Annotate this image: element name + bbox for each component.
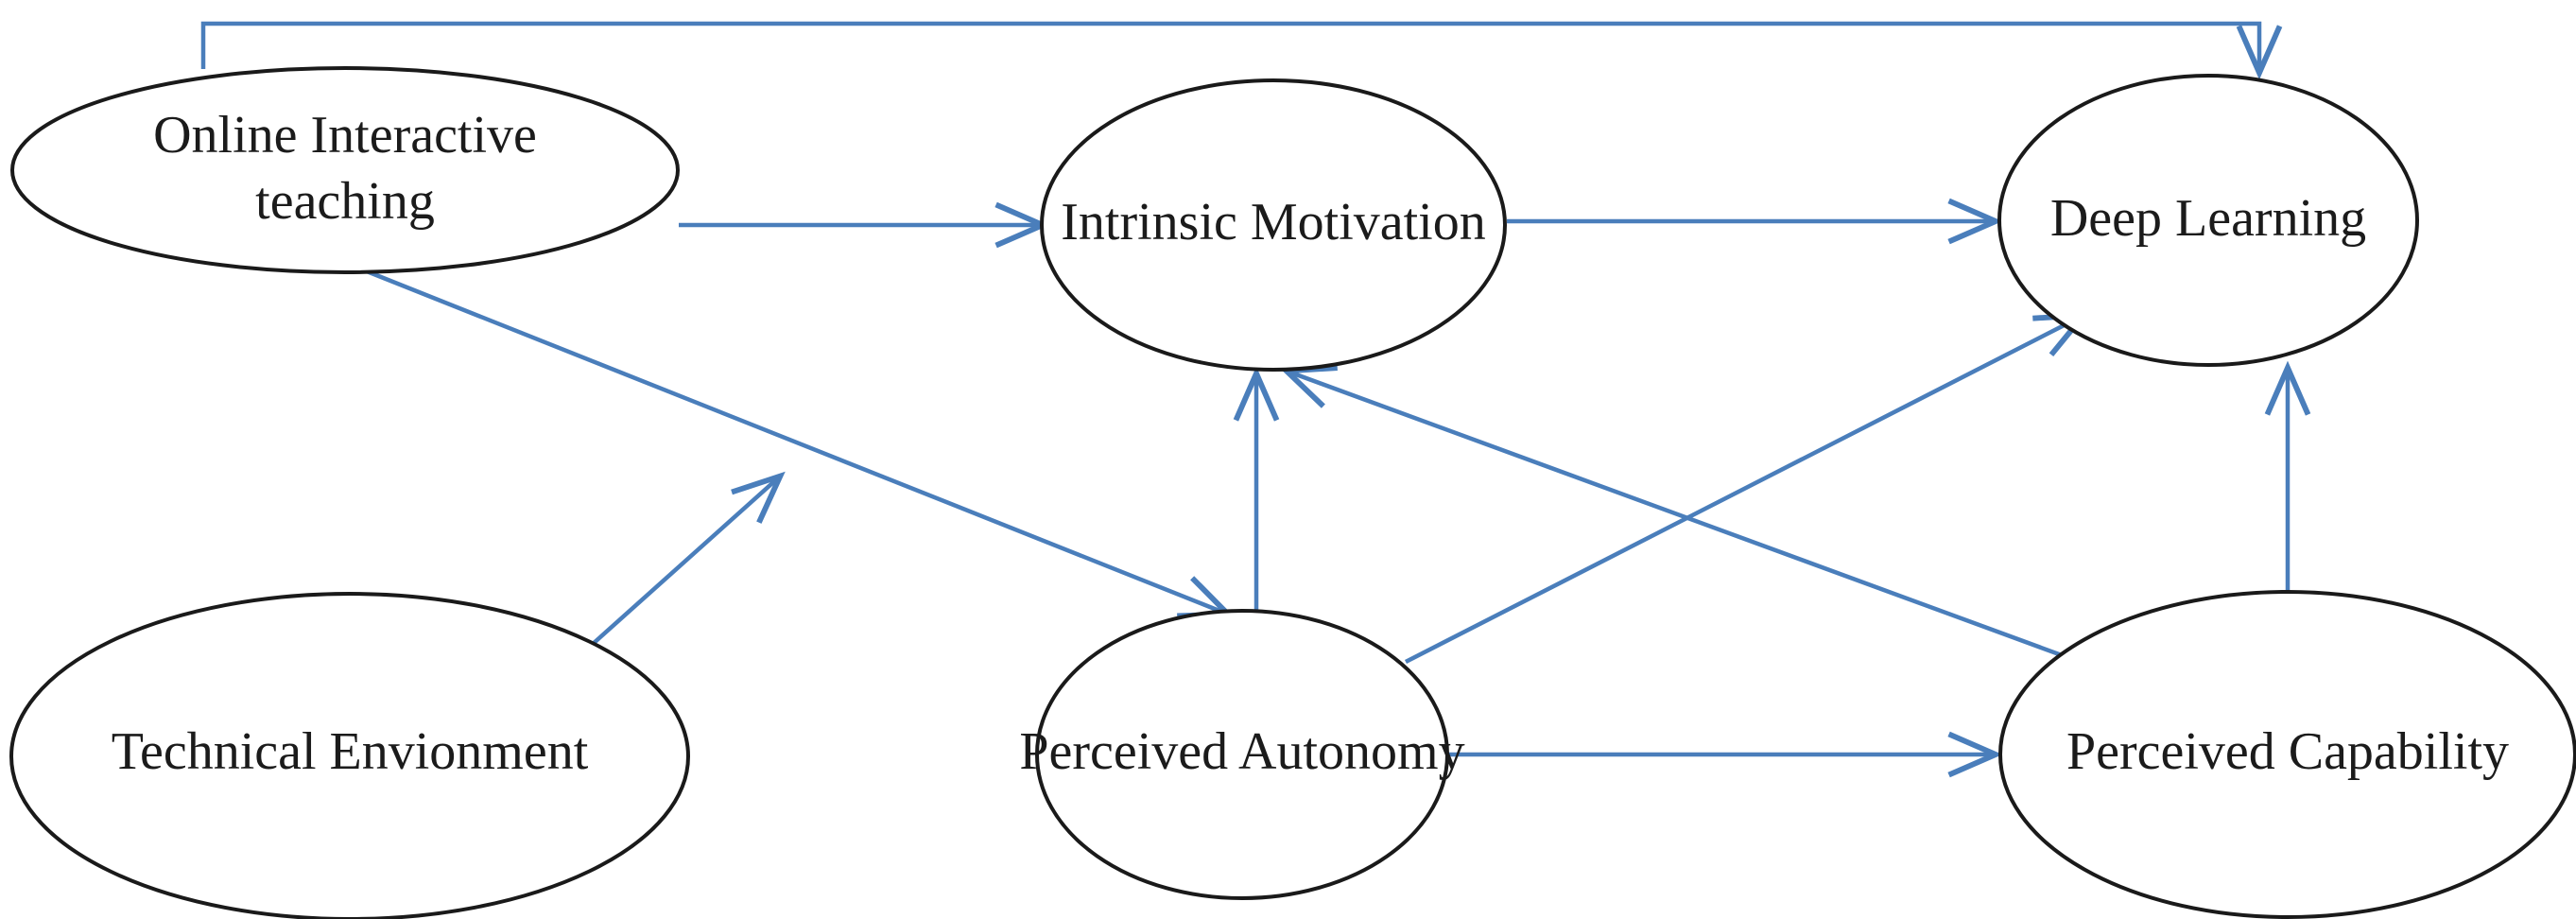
node-shape-intrinsic-motivation[interactable] <box>1040 78 1507 372</box>
node-deep-learning[interactable]: Deep Learning <box>1997 74 2419 367</box>
node-intrinsic-motivation[interactable]: Intrinsic Motivation <box>1040 78 1507 372</box>
node-label-perceived-capability: Perceived Capability <box>2066 722 2509 781</box>
nodes-layer: Online Interactive teaching Intrinsic Mo… <box>9 66 2576 919</box>
node-shape-online-interactive-teaching[interactable] <box>10 66 680 274</box>
node-perceived-autonomy[interactable]: Perceived Autonomy <box>1019 609 1465 900</box>
node-perceived-capability[interactable]: Perceived Capability <box>1998 590 2576 919</box>
node-shape-perceived-autonomy[interactable] <box>1035 609 1449 900</box>
edge-perceived-capability-to-intrinsic-motivation[interactable] <box>1279 365 2081 665</box>
edge-oit-to-perceived-autonomy[interactable] <box>366 269 1235 619</box>
node-label-intrinsic-motivation: Intrinsic Motivation <box>1061 193 1486 251</box>
edges-layer <box>200 21 2311 778</box>
node-label-perceived-autonomy: Perceived Autonomy <box>1019 722 1464 781</box>
node-technical-envionment[interactable]: Technical Envionment <box>9 592 690 919</box>
node-label-deep-learning: Deep Learning <box>2050 189 2366 248</box>
node-shape-deep-learning[interactable] <box>1997 74 2419 367</box>
node-online-interactive-teaching[interactable]: Online Interactive teaching <box>10 66 680 274</box>
node-label-online-interactive-teaching-line1: Online Interactive <box>153 106 537 165</box>
edge-oit-to-deep-learning[interactable] <box>200 21 2283 80</box>
node-label-technical-envionment: Technical Envionment <box>112 722 589 781</box>
node-shape-technical-envionment[interactable] <box>9 592 690 919</box>
node-shape-perceived-capability[interactable] <box>1998 590 2576 919</box>
edge-perceived-autonomy-to-deep-learning[interactable] <box>1404 312 2090 665</box>
edge-technical-envionment-moderator[interactable] <box>581 471 786 654</box>
node-label-online-interactive-teaching-line2: teaching <box>255 172 435 231</box>
